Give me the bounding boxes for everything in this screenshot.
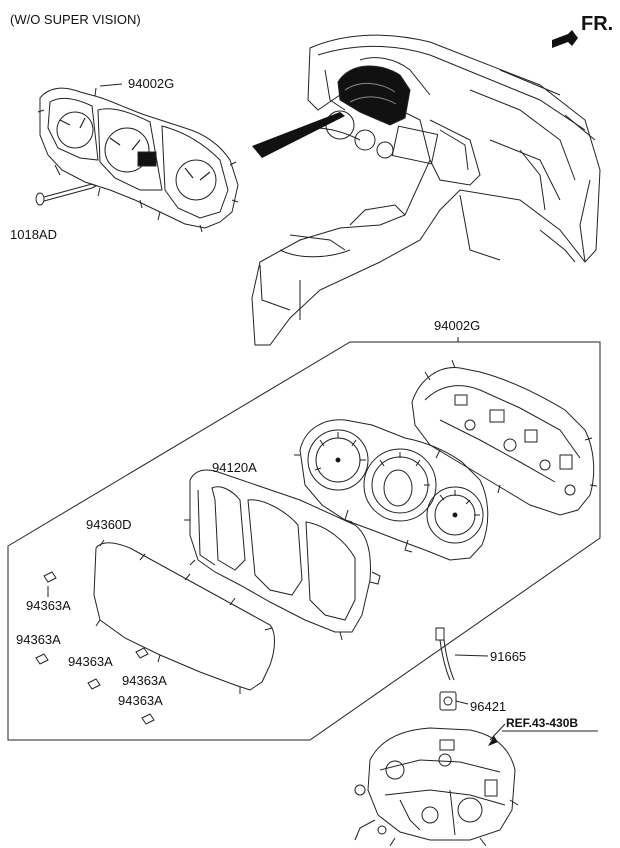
part-label-1018ad[interactable]: 1018AD <box>10 227 57 242</box>
dashboard-illustration <box>251 34 601 346</box>
leader-ref <box>489 723 506 741</box>
leader-94002g-top <box>99 83 123 87</box>
leader-91665 <box>454 654 489 657</box>
part-label-94363a-2[interactable]: 94363A <box>16 632 61 647</box>
leader-96421 <box>455 700 469 705</box>
part-label-94002g-top[interactable]: 94002G <box>128 76 175 91</box>
housing-94120a <box>184 469 381 641</box>
part-label-94360d[interactable]: 94360D <box>86 517 132 532</box>
front-direction-arrow-icon <box>552 30 578 48</box>
part-label-94363a-4[interactable]: 94363A <box>122 673 167 688</box>
reference-link-43-430b[interactable]: REF.43-430B <box>506 716 579 730</box>
screw-1018ad-icon <box>35 183 98 206</box>
speed-sensor-96421 <box>439 691 457 711</box>
part-label-94363a-3[interactable]: 94363A <box>68 654 113 669</box>
exploded-view-frame <box>7 341 601 741</box>
part-label-94363a-5[interactable]: 94363A <box>118 693 163 708</box>
part-label-96421[interactable]: 96421 <box>470 699 507 714</box>
dial-plate <box>294 419 489 561</box>
dashboard-cluster-highlight <box>337 65 411 126</box>
window-94360d <box>93 539 275 694</box>
rear-case <box>411 359 598 516</box>
front-direction-label: FR. <box>581 13 614 35</box>
part-label-94363a-1[interactable]: 94363A <box>26 598 71 613</box>
header-note: (W/O SUPER VISION) <box>10 12 141 27</box>
location-pointer-arrow <box>252 112 345 158</box>
speed-sensor-harness-91665 <box>435 627 455 681</box>
cluster-assembly-top <box>37 87 239 233</box>
part-label-94002g-assy[interactable]: 94002G <box>434 318 481 333</box>
clip-icons <box>35 571 155 725</box>
transmission-illustration <box>354 727 519 847</box>
part-label-91665[interactable]: 91665 <box>490 649 527 664</box>
part-label-94120a[interactable]: 94120A <box>212 460 257 475</box>
